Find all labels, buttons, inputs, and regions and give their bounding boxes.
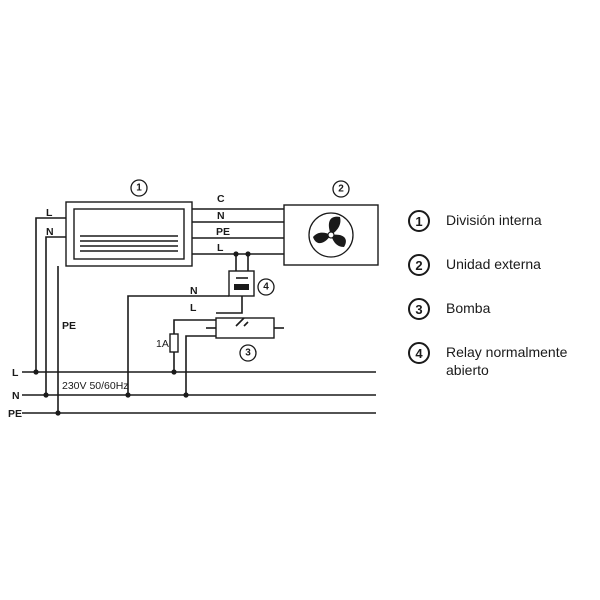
relay-N-wire xyxy=(127,295,229,395)
marker-outdoor: 2 xyxy=(332,180,350,198)
legend-item-pump: 3 Bomba xyxy=(408,298,598,320)
marker-pump: 3 xyxy=(239,344,257,362)
legend-item-outdoor: 2 Unidad externa xyxy=(408,254,598,276)
label-L-bus: L xyxy=(12,367,19,379)
svg-text:2: 2 xyxy=(338,184,344,195)
label-L-cable: L xyxy=(217,242,224,254)
label-PE-cable: PE xyxy=(216,226,230,238)
relay-coil xyxy=(234,284,249,290)
legend-text: División interna xyxy=(446,212,542,228)
marker-relay: 4 xyxy=(257,278,275,296)
relay-L-wire xyxy=(216,296,243,314)
legend-number: 3 xyxy=(408,298,430,320)
label-N-relay: N xyxy=(190,285,198,297)
pump-feed-wire xyxy=(173,319,216,334)
label-N-bus: N xyxy=(12,390,20,402)
label-C: C xyxy=(217,193,225,205)
voltage-label: 230V 50/60Hz xyxy=(62,380,129,392)
legend-text: Bomba xyxy=(446,300,491,316)
legend-text: Unidad externa xyxy=(446,256,541,272)
legend-text: Relay normalmente abierto xyxy=(446,344,568,378)
legend-number: 1 xyxy=(408,210,430,232)
svg-text:1: 1 xyxy=(136,183,142,194)
label-PE-bus: PE xyxy=(8,408,22,420)
fan-icon xyxy=(308,212,354,258)
junction-dots xyxy=(33,251,251,416)
legend: 1 División interna 2 Unidad externa 3 Bo… xyxy=(408,210,598,401)
label-L-top: L xyxy=(46,207,53,219)
pump-box xyxy=(215,317,275,339)
label-N-top: N xyxy=(46,226,54,238)
marker-indoor: 1 xyxy=(130,179,148,197)
relay-box xyxy=(228,270,255,297)
fuse xyxy=(169,333,179,353)
legend-item-indoor: 1 División interna xyxy=(408,210,598,232)
indoor-unit-vents xyxy=(80,235,178,252)
svg-text:3: 3 xyxy=(245,348,251,359)
fuse-label: 1A xyxy=(156,338,169,350)
label-N-cable: N xyxy=(217,210,225,222)
pump-switch xyxy=(235,317,249,327)
supply-N-wire xyxy=(45,236,66,395)
svg-text:4: 4 xyxy=(263,282,269,293)
pump-return-wire xyxy=(185,335,216,395)
supply-L-wire xyxy=(35,217,66,372)
legend-number: 2 xyxy=(408,254,430,276)
legend-number: 4 xyxy=(408,342,430,364)
label-PE-mid: PE xyxy=(62,320,76,332)
label-L-relay: L xyxy=(190,302,197,314)
legend-item-relay: 4 Relay normalmente abierto xyxy=(408,342,598,379)
